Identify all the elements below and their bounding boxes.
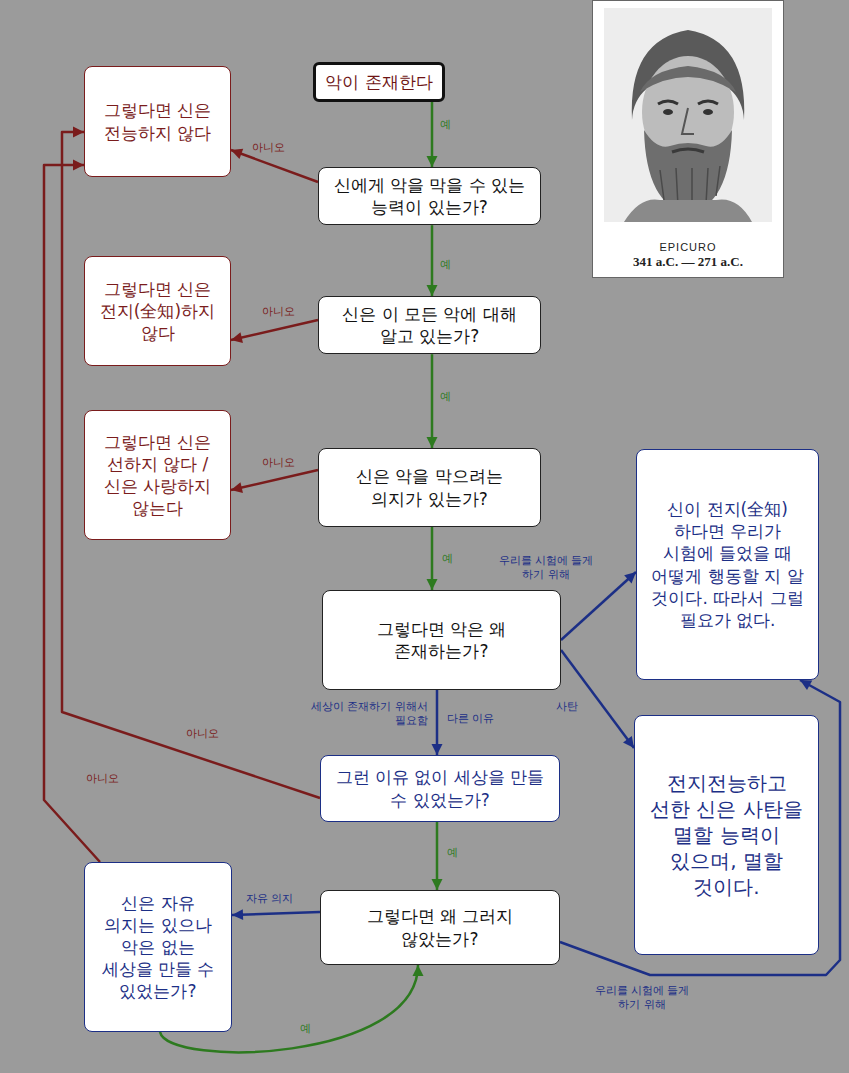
flow-connector [62,127,320,799]
node-text: 341 a.C. — 271 a.C. [633,254,743,271]
flow-connector [432,822,443,890]
flow-connector [231,320,318,343]
node-text: 신은 자유 의지는 있으나 악은 없는 세상을 만들 수 있었는가? [95,892,221,1002]
arrowhead [231,332,243,343]
flow-connector [427,354,438,448]
node-text: 그렇다면 신은 선하지 않다 / 신은 사랑하지 않는다 [95,431,220,519]
connector-line [560,680,840,975]
flow-connector [427,102,438,167]
question-box: 신에게 악을 막을 수 있는 능력이 있는가? [318,167,541,225]
connector-line [561,572,636,640]
flow-connector [561,650,634,748]
arrowhead [427,285,438,296]
start-box: 악이 존재한다 [313,62,445,102]
edge-label: 아니오 [262,456,295,470]
node-text: 그런 이유 없이 세상을 만들 수 있었는가? [331,766,549,810]
arrowhead [73,127,84,138]
edge-label: 우리를 시험에 들게 하기 위해 [590,984,694,1012]
flow-connector [561,572,636,640]
rebuttal-box: 전지전능하고 선한 신은 사탄을 멸할 능력이 있으며, 멸할 것이다. [634,715,819,955]
arrowhead [427,437,438,448]
edge-label: 아니오 [252,141,285,155]
node-text: 전지전능하고 선한 신은 사탄을 멸할 능력이 있으며, 멸할 것이다. [645,770,808,900]
node-text: 악이 존재한다 [325,71,432,93]
arrowhead [73,160,84,171]
flow-connector [427,225,438,296]
connector-line [62,132,320,798]
connector-line [431,354,434,448]
flow-connector [232,909,320,920]
connector-line [231,470,318,490]
portrait-frame: EPICURO341 a.C. — 271 a.C. [592,0,784,278]
arrowhead [231,149,243,159]
connector-line [231,150,318,182]
question-box: 신은 자유 의지는 있으나 악은 없는 세상을 만들 수 있었는가? [84,862,232,1032]
edge-label: 세상이 존재하기 위해서 필요함 [303,700,428,728]
arrowhead [800,680,812,690]
node-text: 신에게 악을 막을 수 있는 능력이 있는가? [329,174,530,218]
flow-connector [427,527,438,590]
node-text: 신이 전지(全知)하다면 우리가 시험에 들었을 때 어떻게 행동할 지 알 것… [647,498,808,631]
edge-label: 예 [440,118,451,132]
edge-label: 예 [440,258,451,272]
edge-label: 아니오 [262,305,295,319]
edge-label: 우리를 시험에 들게 하기 위해 [494,554,598,582]
edge-label: 예 [447,846,458,860]
branch-label: 다른 이유 [447,712,495,726]
question-box: 그렇다면 악은 왜 존재하는가? [322,590,561,690]
node-text: 그렇다면 왜 그러지 않았는가? [331,905,549,949]
conclusion-box: 그렇다면 신은 전지(全知)하지 않다 [84,256,231,366]
arrowhead [231,482,243,493]
arrowhead [624,572,636,583]
connector-line [561,650,634,748]
node-text: 그렇다면 신은 전능하지 않다 [95,99,220,143]
edge-label: 아니오 [86,772,119,786]
arrowhead [413,965,424,976]
question-box: 신은 악을 막으려는 의지가 있는가? [318,448,541,527]
flow-connector [231,470,318,493]
node-text: 그렇다면 악은 왜 존재하는가? [333,618,550,662]
question-box: 신은 이 모든 악에 대해 알고 있는가? [318,296,541,354]
arrowhead [427,156,438,167]
edge-label: 예 [442,552,453,566]
arrowhead [432,744,443,755]
conclusion-box: 그렇다면 신은 선하지 않다 / 신은 사랑하지 않는다 [84,410,231,540]
edge-label: 아니오 [186,727,219,741]
connector-line [232,912,320,915]
arrowhead [427,579,438,590]
edge-label: 자유 의지 [246,892,294,906]
node-text: 그렇다면 신은 전지(全知)하지 않다 [95,278,220,344]
flow-connector [432,690,443,755]
question-box: 그렇다면 왜 그러지 않았는가? [320,890,560,965]
arrowhead [432,879,443,890]
node-text: 신은 이 모든 악에 대해 알고 있는가? [329,303,530,347]
flow-connector [560,680,840,975]
node-text: EPICURO [659,240,716,254]
question-box: 그런 이유 없이 세상을 만들 수 있었는가? [320,755,560,822]
rebuttal-box: 신이 전지(全知)하다면 우리가 시험에 들었을 때 어떻게 행동할 지 알 것… [636,449,819,680]
edge-label: 사탄 [556,700,578,714]
edge-label: 예 [300,1022,311,1036]
edge-label: 예 [440,390,451,404]
arrowhead [232,909,243,920]
node-text: 신은 악을 막으려는 의지가 있는가? [329,465,530,509]
conclusion-box: 그렇다면 신은 전능하지 않다 [84,66,231,177]
arrowhead [623,736,634,748]
connector-line [231,320,318,340]
